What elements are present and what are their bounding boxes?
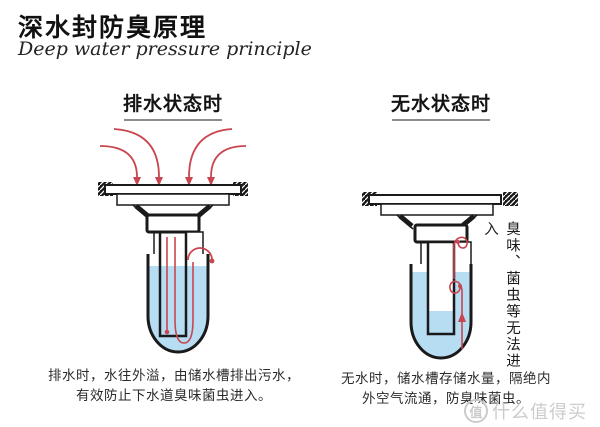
right-down-pipe [426,240,456,336]
left-down-pipe [158,230,188,338]
left-caption-line1: 排水时，水往外溢，由储水槽排出污水， [48,368,300,383]
left-cover-plate [104,184,242,195]
right-flange [380,203,494,216]
page-subtitle: Deep water pressure principle [18,38,312,60]
left-drain [98,128,248,354]
right-overflow-shell [453,241,472,267]
right-blocked-odor-path [449,236,468,349]
right-cover-plate [368,194,502,205]
left-panel-header: 排水状态时 [122,94,223,115]
left-collar [145,213,201,234]
right-plate-cap-right [503,192,518,206]
left-header-underline [124,119,222,121]
right-panel-header: 无水状态时 [390,94,491,115]
smzdm-watermark: 值 什么值得买 [464,398,587,424]
left-flange [116,193,230,206]
right-cup [409,264,473,360]
right-pipe-air [429,243,453,311]
left-caption-line2: 有效防止下水道臭味菌虫进入。 [76,388,272,403]
left-inflow-arrows [99,128,247,186]
watermark-text: 什么值得买 [492,402,587,422]
right-collar [413,223,469,244]
right-caption-line2: 外空气流通，防臭味菌虫。 [362,391,530,406]
right-side-note: 臭味、菌虫等无法进入 [482,221,520,370]
right-drain [362,192,518,360]
left-overflow-shell [185,231,204,257]
left-cup [146,254,210,354]
right-caption-line1: 无水时，储水槽存储水量，隔绝内 [341,371,551,386]
left-flow-path [164,237,215,344]
right-header-underline [392,119,490,121]
watermark-logo-icon: 值 [464,399,488,423]
page-title: 深水封防臭原理 [18,14,208,42]
